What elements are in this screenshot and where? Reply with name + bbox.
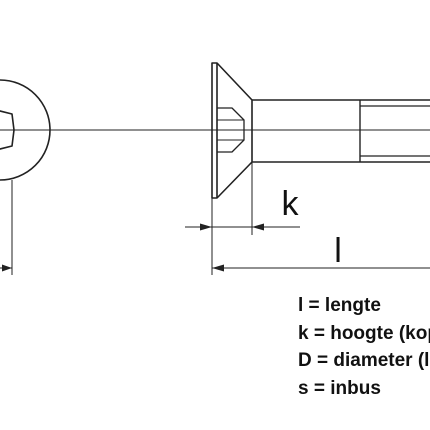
head-cone bbox=[211, 62, 253, 199]
dimension-d-arrow-right bbox=[2, 264, 12, 272]
dimension-d bbox=[0, 264, 12, 272]
dimension-l-label: l bbox=[334, 232, 342, 270]
dimension-l-arrow-left bbox=[212, 264, 224, 272]
legend: l = lengte k = hoogte (kop) D = diameter… bbox=[298, 292, 430, 402]
dimension-k-arrow-left bbox=[200, 223, 212, 231]
dimension-k bbox=[185, 223, 300, 231]
shank bbox=[252, 99, 430, 163]
legend-item-socket: s = inbus bbox=[298, 377, 381, 399]
dimension-l bbox=[212, 264, 430, 272]
dimension-k-label: k bbox=[282, 185, 300, 223]
legend-item-length: l = lengte bbox=[298, 295, 381, 316]
legend-item-height: k = hoogte (kop) bbox=[298, 322, 430, 344]
hex-socket-outline bbox=[0, 110, 15, 150]
legend-item-diameter: D = diameter (l bbox=[298, 350, 430, 371]
dimension-k-arrow-right bbox=[252, 223, 264, 231]
countersunk-head bbox=[211, 62, 253, 199]
